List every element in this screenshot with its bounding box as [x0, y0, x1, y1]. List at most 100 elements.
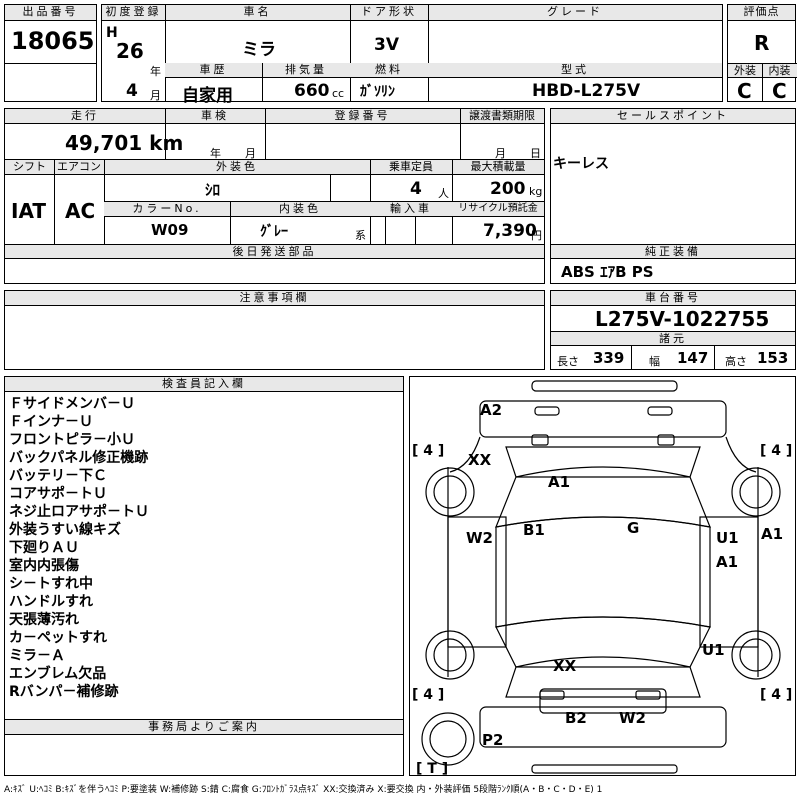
diagram-box: A2 XX A1 W2 B1 G U1 A1 A1 U1 XX B2 W2 P2… — [409, 376, 796, 776]
remark-item: 室内内張傷 — [9, 558, 79, 574]
mark-W2-rear: W2 — [619, 709, 646, 727]
rear-window — [495, 616, 711, 668]
length: 339 — [593, 349, 625, 367]
detail-grid: 走行 車検 登録番号 譲渡書類期限 49,701 km 年 月 月 日 シフト … — [4, 108, 545, 284]
mark-A1-hood: A1 — [548, 473, 570, 491]
name-label: 車名 — [165, 5, 350, 21]
remark-item: シ－トすれ中 — [9, 576, 93, 592]
load-unit: kg — [529, 185, 543, 198]
color-number: W09 — [151, 221, 189, 239]
mark-P2: P2 — [482, 731, 503, 749]
shift: IAT — [11, 199, 47, 223]
tire-spare: [ T ] — [416, 761, 448, 776]
rear-bumper-bottom — [531, 764, 678, 774]
interior-color: ｸﾞﾚｰ — [260, 224, 288, 240]
intcolor-label: 内装色 — [230, 202, 370, 217]
capacity-unit: 人 — [438, 187, 449, 200]
transfer-month-unit: 月 — [495, 147, 506, 160]
displacement: 660 — [294, 81, 330, 101]
fuel-label: 燃料 — [350, 63, 428, 78]
mark-B1: B1 — [523, 521, 545, 539]
legend: A:ｷｽﾞ U:ﾍｺﾐ B:ｷｽﾞを伴うﾍｺﾐ P:要塗装 W:補修跡 S:錆 … — [4, 785, 603, 795]
month-unit: 月 — [150, 89, 161, 102]
tire-fr: [ 4 ] — [760, 443, 792, 459]
color-label: 外装色 — [104, 160, 370, 175]
max-load: 200 — [490, 179, 526, 199]
import-label: 輸入車 — [370, 202, 452, 217]
capacity-label: 乗車定員 — [370, 160, 452, 175]
int-score: C — [772, 79, 787, 103]
tire-rr: [ 4 ] — [760, 687, 792, 703]
history: 自家用 — [182, 86, 233, 106]
reg-month: 4 — [126, 81, 138, 101]
remark-item: ハンドルすれ — [9, 594, 93, 610]
remark-item: ネジ止ロアサポ－トＵ — [9, 504, 149, 520]
remark-item: カ－ペットすれ — [9, 630, 107, 646]
fuel: ｶﾞｿﾘﾝ — [360, 84, 395, 100]
score-label: 評価点 — [728, 5, 795, 21]
insp-month-unit: 月 — [245, 147, 256, 160]
wheel-rl — [425, 630, 475, 680]
chassis-number: L275V-1022755 — [595, 307, 770, 331]
height: 153 — [757, 349, 789, 367]
chassis-label: 車台番号 — [551, 291, 795, 306]
door-label: ドア形状 — [350, 5, 428, 21]
reg-year: 26 — [116, 39, 144, 63]
mark-A2: A2 — [480, 401, 502, 419]
later-parts-label: 後日発送部品 — [5, 245, 544, 259]
lot-box: 出品番号 18065 — [4, 4, 97, 102]
office-label: 事務局よりご案内 — [5, 720, 403, 735]
lot-number: 18065 — [11, 27, 95, 55]
recycle-label: リサイクル預託金 — [452, 202, 544, 217]
score: R — [754, 31, 770, 55]
remark-item: 天張薄汚れ — [9, 612, 79, 628]
rear-bumper-outline — [479, 706, 727, 748]
reg-label: 初度登録 — [102, 5, 165, 21]
mileage-label: 走行 — [5, 109, 165, 124]
notes-label: 注意事項欄 — [5, 291, 544, 306]
colorno-label: カラーNo. — [104, 202, 230, 217]
insp-year-unit: 年 — [210, 147, 221, 160]
remark-item: コアサポ－トＵ — [9, 486, 107, 502]
width: 147 — [677, 349, 709, 367]
era: H — [106, 25, 118, 41]
left-door — [447, 516, 507, 648]
recycle-fee: 7,390 — [483, 221, 537, 241]
inspector-label: 検査員記入欄 — [5, 377, 403, 392]
mark-U1-rear: U1 — [702, 641, 725, 659]
ac-label: エアコン — [54, 160, 104, 175]
aircon: AC — [65, 199, 96, 223]
notes-box: 注意事項欄 — [4, 290, 545, 370]
grade-label: グレード — [428, 5, 722, 21]
remark-item: Rバンパ－補修跡 — [9, 684, 119, 700]
score-box: 評価点 R 外装 内装 C C — [727, 4, 797, 103]
inspection-label: 車検 — [165, 109, 265, 124]
mark-A1-side: A1 — [761, 525, 783, 543]
remark-item: ミラ－Ａ — [9, 648, 65, 664]
exterior-color: ｼﾛ — [205, 181, 221, 199]
ext-score: C — [737, 79, 752, 103]
transfer-label: 譲渡書類期限 — [460, 109, 544, 124]
width-label: 幅 — [649, 355, 660, 368]
right-door — [699, 516, 759, 648]
height-label: 高さ — [725, 355, 747, 368]
wheel-rr — [731, 630, 781, 680]
mileage: 49,701 km — [65, 131, 184, 155]
disp-label: 排気量 — [262, 63, 350, 78]
intcolor-unit: 系 — [355, 229, 366, 242]
sales-box: セールスポイント キーレス 純正装備 ABS ｴｱB PS — [550, 108, 796, 284]
remark-item: エンブレム欠品 — [9, 666, 107, 682]
disp-unit: cc — [332, 87, 345, 100]
sales-point: キーレス — [553, 156, 609, 172]
front-bumper-outline — [479, 400, 727, 438]
ext-label: 外装 — [728, 63, 762, 78]
equipment: ABS ｴｱB PS — [561, 263, 654, 281]
tire-rl: [ 4 ] — [412, 687, 444, 703]
specs-label: 諸元 — [551, 331, 795, 346]
remark-item: Ｆインナ－Ｕ — [9, 414, 93, 430]
remark-item: バックパネル修正機跡 — [9, 450, 149, 466]
wheel-fr — [731, 467, 781, 517]
load-label: 最大積載量 — [452, 160, 544, 175]
